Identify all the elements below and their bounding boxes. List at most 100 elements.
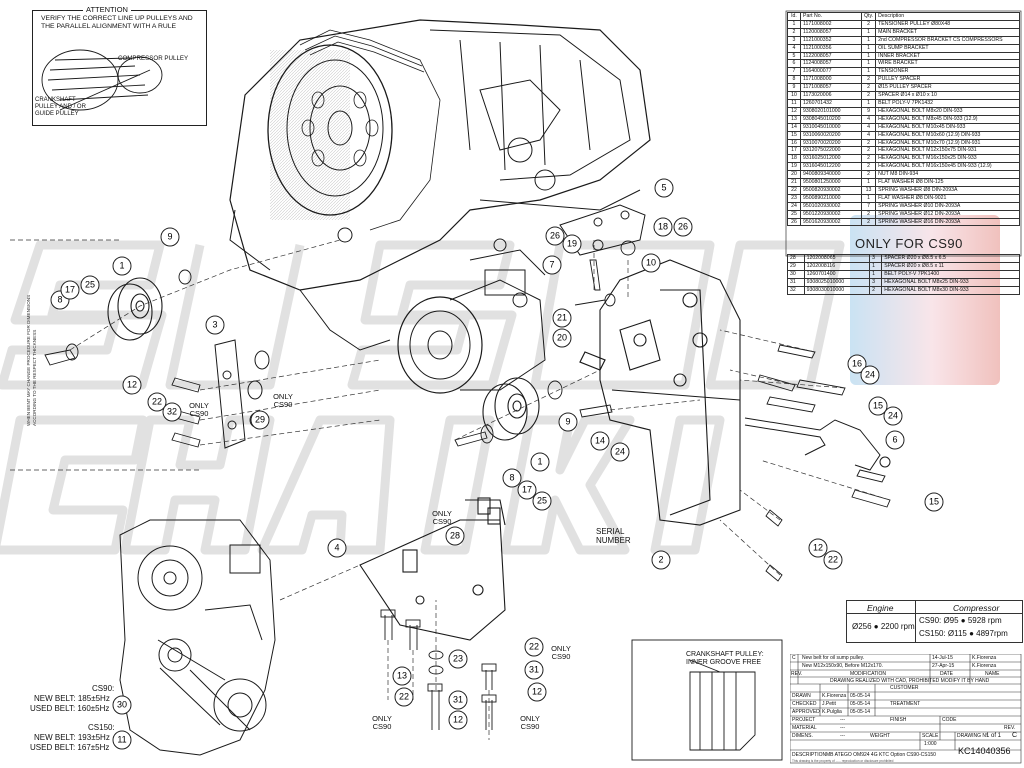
svg-text:24: 24 [888, 410, 898, 420]
drawing-number: KC14040356 [958, 746, 1011, 756]
part-description: SPACER Ø20 x Ø8.5 x 11 [881, 261, 1020, 271]
part-qty: 2 [869, 285, 883, 295]
part-qty: 2 [860, 154, 877, 164]
callout-12: 12 [527, 682, 547, 702]
material-value: --- [840, 725, 845, 731]
svg-text:8: 8 [57, 294, 62, 304]
rev-c-date: 14-Jul-15 [932, 655, 953, 661]
part-description: BELT POLY-V 7PK1432 [875, 98, 1020, 108]
svg-text:4: 4 [334, 542, 339, 552]
part-id: 11 [787, 98, 801, 108]
callout-32: 32 [162, 402, 182, 422]
svg-text:21: 21 [557, 312, 567, 322]
part-qty: 1 [869, 269, 883, 279]
customer-label: CUSTOMER [890, 685, 919, 691]
part-number: 1202008065 [803, 254, 871, 263]
attention-belt-diagram [41, 49, 163, 111]
engine-value: Ø256 ● 2200 rpm [852, 622, 915, 631]
drawing-no-label: DRAWING Nº [957, 733, 988, 739]
part-number: 9310045010000 [800, 122, 862, 132]
callout-24: 24 [883, 406, 903, 426]
rev-c-mark: C [792, 655, 796, 661]
part-qty: 3 [869, 277, 883, 287]
svg-text:30: 30 [117, 699, 127, 709]
svg-text:22: 22 [529, 641, 539, 651]
callout-18: 18 [653, 217, 673, 237]
part-description: TENSIONER [875, 67, 1020, 77]
part-id: 6 [787, 59, 801, 69]
part-id: 25 [787, 209, 801, 219]
part-number: 1171008000 [800, 75, 862, 85]
part-qty: 1 [860, 178, 877, 187]
part-number: 9501020930002 [800, 201, 862, 211]
part-qty: 1 [860, 67, 877, 77]
svg-text:16: 16 [852, 358, 862, 368]
part-qty: 2 [860, 75, 877, 85]
part-qty: 7 [860, 201, 877, 211]
part-number: 9310070020200 [800, 138, 862, 148]
callout-28: 28 [445, 526, 465, 546]
part-qty: 2 [860, 19, 877, 29]
svg-text:23: 23 [453, 653, 463, 663]
part-number: 1121000356 [800, 43, 862, 53]
svg-text:3: 3 [212, 319, 217, 329]
part-description: PULLEY SPACER [875, 75, 1020, 85]
svg-text:9: 9 [167, 231, 172, 241]
part-id: 2 [787, 27, 801, 37]
part-id: 14 [787, 122, 801, 132]
callout-10: 10 [641, 253, 661, 273]
part-qty: 2 [860, 217, 877, 227]
date-col: DATE [940, 671, 953, 677]
attention-text: VERIFY THE CORRECT LINE UP PULLEYS AND T… [41, 15, 193, 30]
part-qty: 2 [860, 138, 877, 148]
callout-26: 26 [545, 226, 565, 246]
modification-col: MODIFICATION [850, 671, 887, 677]
svg-text:26: 26 [678, 221, 688, 231]
weight-label: WEIGHT [870, 733, 890, 739]
part-id: 3 [787, 35, 801, 45]
callout-22: 22 [524, 637, 544, 657]
part-qty: 1 [869, 261, 883, 271]
part-number: 9316045012200 [800, 162, 862, 172]
material-label: MATERIAL [792, 725, 817, 731]
rev-b-date: 27-Apr-15 [932, 663, 955, 669]
checked-label: CHECKED [792, 701, 817, 707]
scale-label: SCALE [922, 733, 939, 739]
part-qty: 2 [860, 146, 877, 156]
compressor-bracket-2nd [214, 339, 270, 449]
part-qty: 3 [869, 254, 883, 263]
cs90-new-belt: NEW BELT: 185±5Hz [34, 694, 110, 703]
rev-c-text: New belt for oil sump pulley. [802, 655, 865, 661]
part-description: HEXAGONAL BOLT M16x150x45 DIN-933 (12.9) [875, 162, 1020, 172]
part-qty: 4 [860, 114, 877, 124]
drawn-label: DRAWN [792, 693, 811, 699]
cs90-used-belt: USED BELT: 160±5Hz [30, 704, 110, 713]
part-id: 4 [787, 43, 801, 53]
side-note: WHEN BENT MAY CHANGE PROCEDURE FOR DIMEN… [26, 294, 37, 426]
callout-15: 15 [924, 492, 944, 512]
code-label: CODE [942, 717, 957, 723]
callout-6: 6 [885, 430, 905, 450]
title-block: C New belt for oil sump pulley. 14-Jul-1… [790, 654, 1022, 764]
svg-text:15: 15 [929, 496, 939, 506]
checked-name: J.Petit [822, 701, 836, 707]
svg-text:24: 24 [615, 446, 625, 456]
svg-text:1: 1 [119, 260, 124, 270]
cs150-used-belt: USED BELT: 167±5Hz [30, 743, 110, 752]
engine-front-view [119, 519, 276, 756]
callout-30: 30 [112, 695, 132, 715]
drawing-note: DRAWING REALIZED WITH CAD, PROHIBITED MO… [830, 678, 990, 684]
part-qty: 1 [860, 51, 877, 61]
part-description: SPRING WASHER Ø8 DIN-2093A [875, 185, 1020, 195]
part-qty: 1 [860, 98, 877, 108]
part-number: 9400809340000 [800, 170, 862, 180]
wire-bracket [744, 417, 891, 471]
part-number: 9500820930002 [800, 185, 862, 195]
rev-b-text: New M12x150x90, Before M12x170. [802, 663, 883, 669]
rev-value: C [1012, 732, 1018, 739]
